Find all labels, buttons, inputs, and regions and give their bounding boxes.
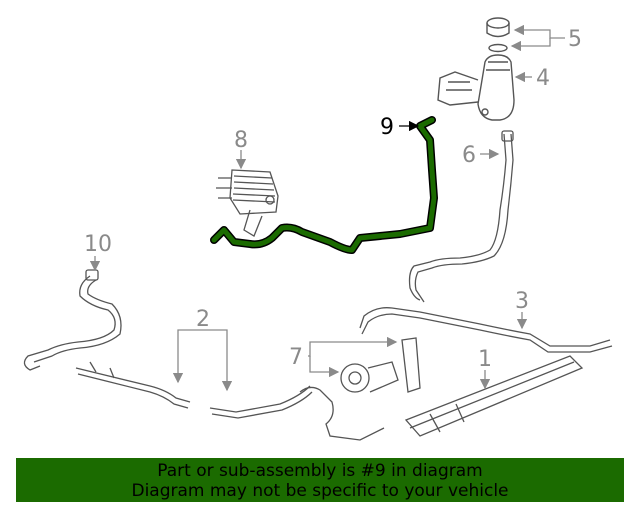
callout-10-label: 10 — [84, 232, 112, 257]
callout-5-label: 5 — [568, 27, 582, 52]
part-6-hose — [408, 130, 514, 303]
part-1-cooler-assembly — [404, 355, 584, 437]
part-5-reservoir-cap — [486, 17, 510, 53]
callout-4-label: 4 — [536, 66, 550, 91]
banner-line-1: Part or sub-assembly is #9 in diagram — [157, 461, 483, 481]
callout-7-label: 7 — [289, 345, 303, 370]
part-4-reservoir — [437, 54, 515, 121]
callout-2-label: 2 — [196, 307, 210, 332]
part-10-hose — [23, 269, 122, 371]
banner-line-2: Diagram may not be specific to your vehi… — [131, 481, 509, 501]
callout-6-label: 6 — [462, 143, 476, 168]
callout-1-label: 1 — [478, 347, 492, 372]
callout-8-label: 8 — [234, 128, 248, 153]
part-7-pump — [299, 337, 421, 441]
callout-9-label: 9 — [380, 115, 394, 140]
part-2-pipes — [75, 361, 313, 419]
parts-diagram: 5 4 6 8 9 10 — [23, 17, 613, 441]
callout-5-leader — [510, 24, 565, 52]
part-3-hose — [359, 307, 613, 353]
part-8-cooler — [216, 169, 279, 237]
info-banner: Part or sub-assembly is #9 in diagram Di… — [16, 458, 624, 502]
part-9-hose — [210, 116, 438, 254]
callout-7-leader — [308, 336, 398, 378]
callout-3-label: 3 — [515, 289, 529, 314]
callout-2-leader — [172, 329, 233, 392]
